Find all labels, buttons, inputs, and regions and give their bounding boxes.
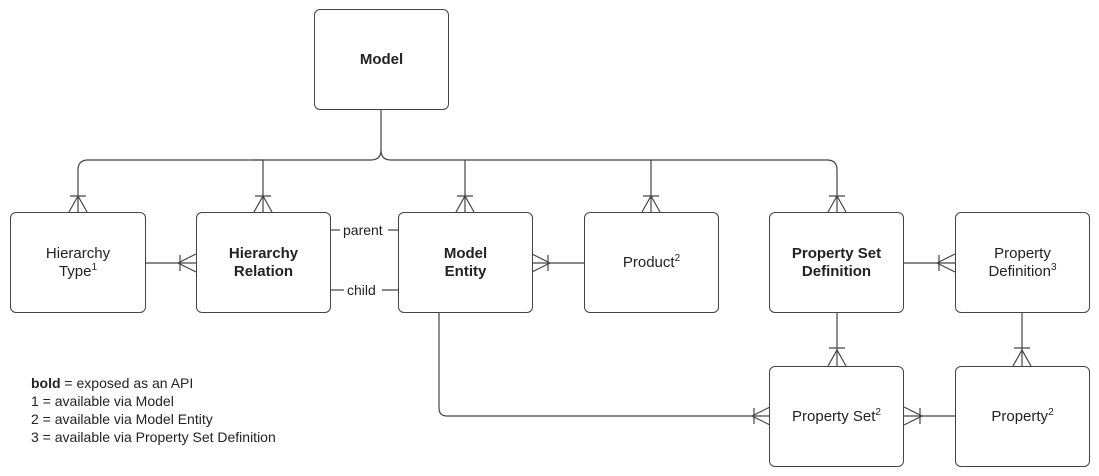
node-model-entity-line2: Entity	[444, 262, 487, 280]
legend-bold-text: = exposed as an API	[60, 375, 194, 391]
node-property-label: Property	[991, 407, 1049, 425]
node-property-set-label: Property Set	[792, 407, 876, 425]
crowfoot-psd	[827, 194, 847, 213]
crowfoot-model-entity	[455, 194, 475, 213]
node-product-label: Product	[622, 253, 675, 271]
node-hierarchy-relation-line1: Hierarchy	[228, 244, 299, 262]
node-model-label: Model	[359, 50, 404, 68]
node-hierarchy-type-line1: Hierarchy	[45, 244, 111, 262]
node-property-set-footnote: 2	[875, 406, 881, 418]
crowfoot-product	[641, 194, 661, 213]
node-property-set-definition: Property Set Definition	[769, 212, 904, 313]
node-property: Property2	[955, 366, 1090, 467]
node-property-footnote: 2	[1048, 406, 1054, 418]
node-property-set-definition-line2: Definition	[801, 262, 872, 280]
node-hierarchy-relation: Hierarchy Relation	[196, 212, 331, 313]
node-model-entity-line1: Model	[443, 244, 488, 262]
edge-label-child: child	[345, 282, 378, 298]
legend-row-2: 2 = available via Model Entity	[31, 411, 213, 427]
node-product-footnote: 2	[674, 252, 681, 264]
model-trunk	[77, 110, 382, 212]
node-property-set: Property Set2	[769, 366, 904, 467]
node-property-definition: Property Definition3	[955, 212, 1090, 313]
crowfoot-hierarchy-relation	[253, 194, 273, 213]
crowfoot-hierarchy-type	[68, 194, 88, 213]
node-hierarchy-type-line2: Type	[58, 262, 92, 280]
legend-row-bold: bold = exposed as an API	[31, 374, 276, 392]
legend-row-1: 1 = available via Model	[31, 393, 174, 409]
legend-row-3: 3 = available via Property Set Definitio…	[31, 429, 276, 445]
edge-label-parent: parent	[341, 222, 385, 238]
node-product: Product2	[584, 212, 719, 313]
legend-bold-word: bold	[31, 375, 61, 391]
node-hierarchy-type: Hierarchy Type1	[10, 212, 146, 313]
node-property-definition-line1: Property	[994, 244, 1051, 262]
node-property-set-definition-line1: Property Set	[791, 244, 882, 262]
node-hierarchy-relation-line2: Relation	[233, 262, 294, 280]
node-property-definition-line2: Definition	[988, 262, 1051, 280]
legend: bold = exposed as an API 1 = available v…	[31, 374, 276, 446]
node-model-entity: Model Entity	[398, 212, 533, 313]
node-property-definition-footnote: 3	[1050, 261, 1057, 273]
node-model: Model	[314, 9, 449, 110]
model-trunk-right	[380, 149, 838, 212]
node-hierarchy-type-footnote: 1	[91, 261, 98, 273]
